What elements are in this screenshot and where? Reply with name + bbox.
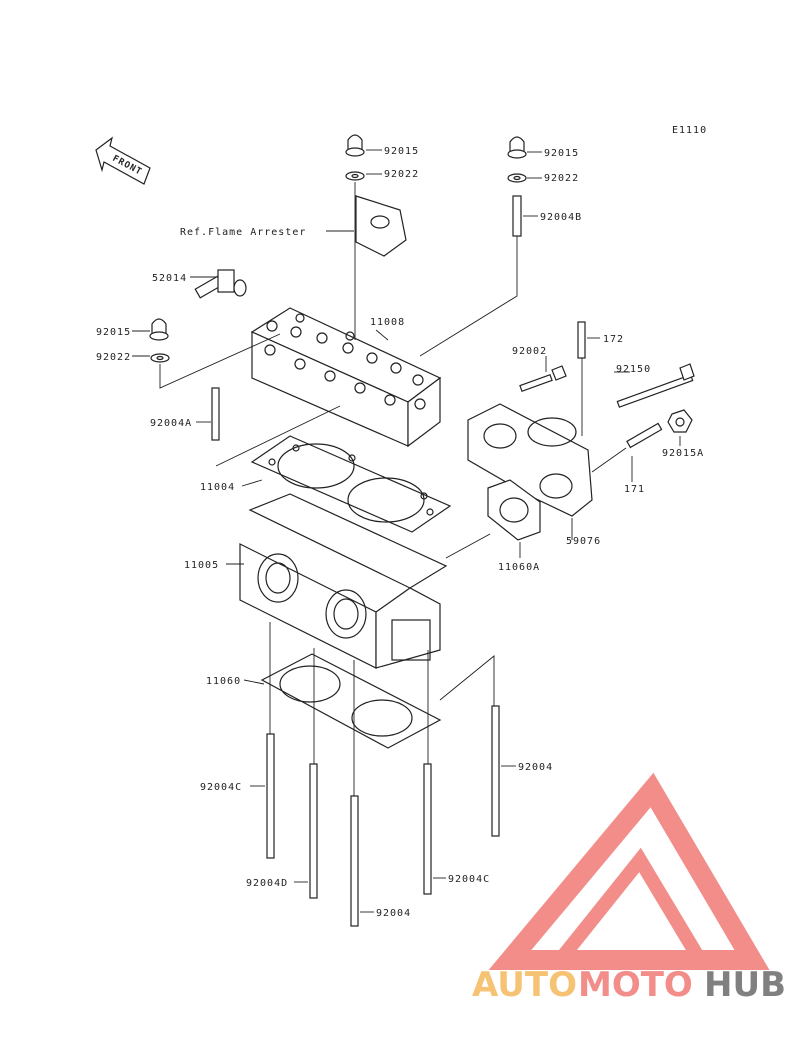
label-11008: 11008 xyxy=(370,317,405,328)
stud-92004a xyxy=(211,387,220,441)
label-92004c-left: 92004C xyxy=(200,782,242,793)
nut-92015a xyxy=(667,409,693,433)
stud-92004c-left xyxy=(266,733,275,859)
automotohub-logo: AUTO MOTO HUB xyxy=(472,772,786,1005)
label-92004-right: 92004 xyxy=(518,762,553,773)
exhaust-manifold xyxy=(467,403,593,517)
logo-text-hub: HUB xyxy=(704,965,786,1005)
cylinder-head xyxy=(250,307,442,448)
label-92004-bottom: 92004 xyxy=(376,908,411,919)
logo-text-moto: MOTO xyxy=(578,965,693,1005)
label-11005: 11005 xyxy=(184,560,219,571)
elbow-fitting xyxy=(194,269,247,299)
stud-92004c-right xyxy=(423,763,432,895)
label-92004b: 92004B xyxy=(540,212,582,223)
label-92015a: 92015A xyxy=(662,448,704,459)
cap-nut-left xyxy=(149,318,169,341)
label-92004c-right: 92004C xyxy=(448,874,490,885)
stud-92004-bottom xyxy=(350,795,359,927)
label-172: 172 xyxy=(603,334,624,345)
cylinder-block xyxy=(239,493,448,669)
bolt-92150 xyxy=(616,363,695,408)
label-92022-top: 92022 xyxy=(384,169,419,180)
label-171: 171 xyxy=(624,484,645,495)
label-59076: 59076 xyxy=(566,536,601,547)
label-52014: 52014 xyxy=(152,273,187,284)
flame-arrester-bracket xyxy=(355,195,407,257)
stud-92004d xyxy=(309,763,318,899)
stud-92004-right xyxy=(491,705,500,837)
label-92150: 92150 xyxy=(616,364,651,375)
logo-text-auto: AUTO xyxy=(472,965,577,1005)
washer-left xyxy=(150,353,170,363)
base-gasket xyxy=(260,653,442,749)
diagram-code: E1110 xyxy=(672,125,707,136)
label-92015-top: 92015 xyxy=(384,146,419,157)
head-gasket xyxy=(250,435,452,533)
exhaust-gasket xyxy=(487,479,541,541)
washer-right xyxy=(507,173,527,183)
label-11060: 11060 xyxy=(206,676,241,687)
label-92022-left: 92022 xyxy=(96,352,131,363)
label-11004: 11004 xyxy=(200,482,235,493)
label-92004a: 92004A xyxy=(150,418,192,429)
stud-171 xyxy=(626,422,663,449)
label-92015-right: 92015 xyxy=(544,148,579,159)
washer-top xyxy=(345,171,365,181)
label-92004d: 92004D xyxy=(246,878,288,889)
stud-172 xyxy=(577,321,586,359)
front-arrow-icon: FRONT xyxy=(95,136,151,185)
label-ref-flame-arrester: Ref.Flame Arrester xyxy=(180,227,306,238)
label-92015-left: 92015 xyxy=(96,327,131,338)
stud-92004b xyxy=(512,195,522,237)
label-11060a: 11060A xyxy=(498,562,540,573)
bolt-92002 xyxy=(519,365,567,393)
label-92022-right: 92022 xyxy=(544,173,579,184)
label-92002: 92002 xyxy=(512,346,547,357)
cap-nut-right xyxy=(507,136,527,159)
cap-nut-top xyxy=(345,134,365,157)
